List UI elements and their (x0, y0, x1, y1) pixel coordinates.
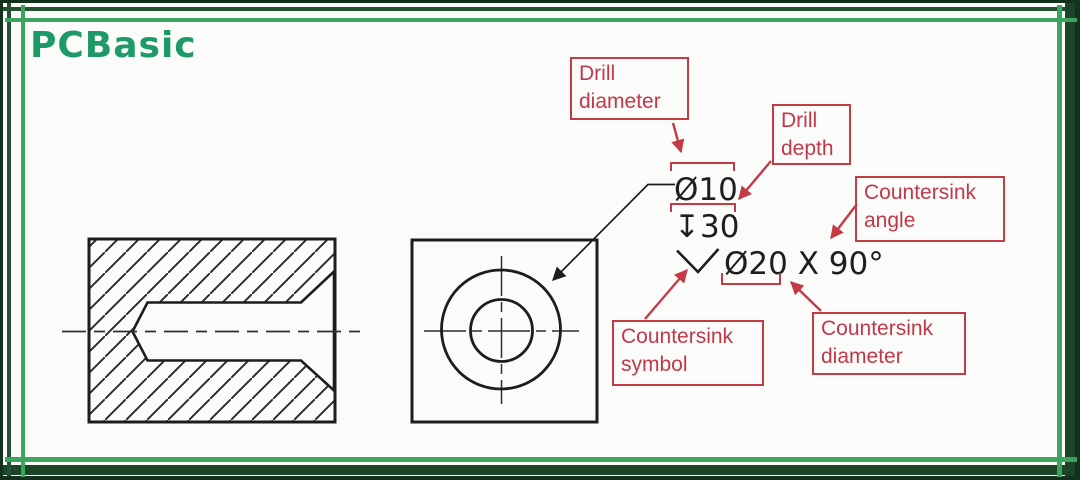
drill-diameter-value: Ø10 (674, 172, 738, 208)
drill-depth-arrow (738, 160, 772, 201)
frame-line-right-bright (1057, 5, 1062, 477)
drill-depth-value: ↧30 (674, 209, 739, 245)
frame-line-bottom-bright (5, 457, 1077, 462)
countersink-diameter-bracket (721, 273, 781, 285)
drill-diameter-arrow (671, 122, 685, 154)
section-view (62, 237, 366, 424)
drill-diameter-bracket (670, 162, 735, 171)
annotation-arrows (644, 122, 858, 320)
countersink-angle-arrow (830, 203, 858, 240)
countersink-diameter-label: Countersink diameter (812, 312, 966, 375)
pcbasic-logo: PCBasic (30, 25, 197, 66)
countersink-symbol-label: Countersink symbol (612, 320, 764, 386)
dimension-leader-line (552, 183, 675, 281)
countersink-value: Ø20 X 90° (724, 246, 884, 282)
drill-diameter-circle (469, 298, 534, 363)
countersink-symbol-arrow (644, 268, 688, 320)
frame-line-right-dark (1065, 2, 1075, 478)
wide-v-icon (676, 248, 720, 274)
drill-depth-label: Drill depth (772, 104, 851, 165)
highlight-brackets (670, 162, 781, 285)
countersink-angle-label: Countersink angle (855, 176, 1005, 242)
frame-line-top-dark (2, 7, 1078, 11)
frame-line-top-bright (5, 18, 1077, 22)
section-block-outline (87, 237, 337, 424)
front-view (410, 238, 599, 424)
drill-depth-bracket (670, 203, 736, 212)
drill-diameter-label: Drill diameter (570, 57, 689, 120)
countersink-diameter-arrow (790, 281, 822, 312)
frame-line-left-bright (21, 5, 25, 477)
frame-line-left-dark (7, 2, 11, 478)
frame-line-bottom-dark (2, 465, 1078, 475)
countersink-diameter-circle (440, 268, 562, 391)
